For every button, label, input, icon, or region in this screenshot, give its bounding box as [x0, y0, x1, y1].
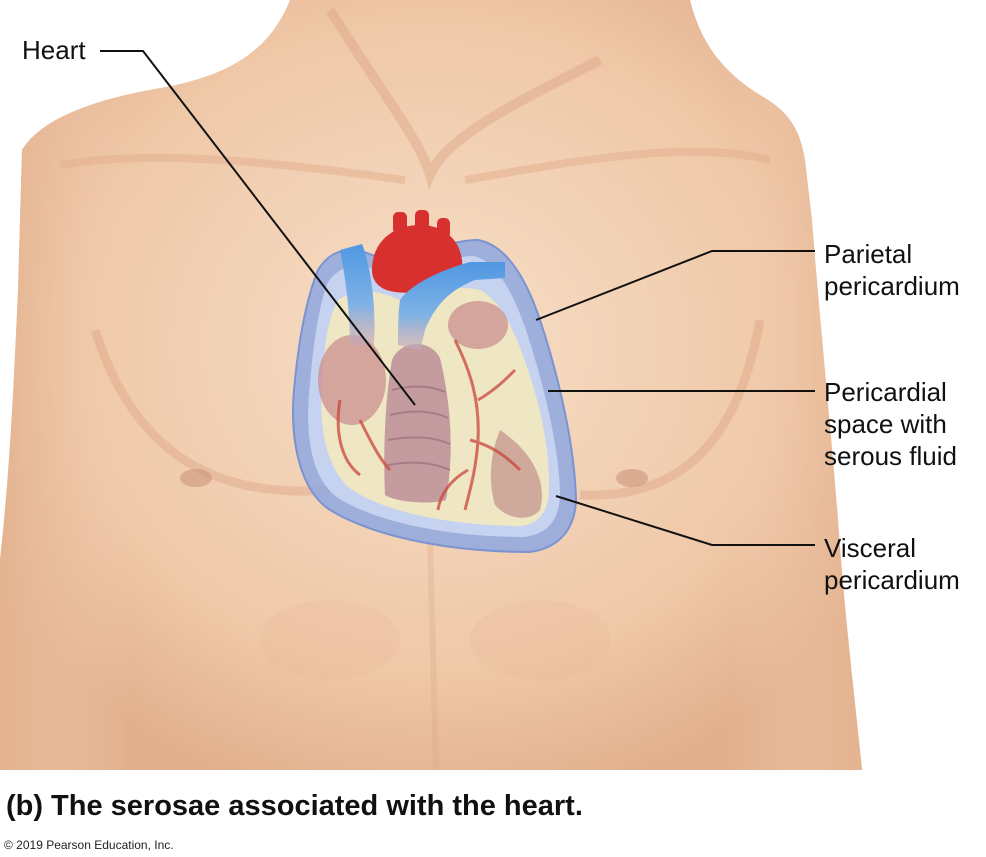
leader-lines [100, 50, 815, 546]
right-pectoral [579, 319, 765, 500]
neck-shadow [325, 7, 603, 190]
abdomen-right [470, 600, 610, 680]
aorta-branch-3 [437, 218, 450, 238]
figure-caption: (b)The serosae associated with the heart… [6, 790, 583, 823]
aorta-branch-1 [393, 212, 407, 234]
pulmonary-trunk [384, 343, 451, 503]
leader-line-visceral [555, 495, 815, 546]
label-visceral-pericardium: Visceral pericardium [824, 533, 960, 595]
left-clavicle [59, 153, 406, 184]
abdomen-left [260, 600, 400, 680]
left-ventricle [490, 430, 542, 518]
left-atrium [448, 301, 508, 349]
right-nipple [616, 469, 648, 487]
label-heart: Heart [22, 35, 86, 65]
caption-text: The serosae associated with the heart. [51, 790, 583, 822]
leader-line-parietal [535, 250, 815, 321]
left-pectoral [90, 328, 331, 496]
superior-vena-cava [340, 244, 375, 345]
pulmonary-artery-blue [398, 262, 505, 350]
coronary-vessels [336, 339, 522, 511]
label-parietal-pericardium: Parietal pericardium [824, 239, 960, 301]
pulmonary-ridges [387, 385, 451, 471]
abdomen-line [427, 539, 439, 771]
label-pericardial-space: Pericardial space with serous fluid [824, 377, 957, 471]
leader-line-heart [100, 50, 416, 406]
copyright-notice: © 2019 Pearson Education, Inc. [4, 838, 174, 852]
right-clavicle [464, 147, 771, 184]
aorta-branch-2 [415, 210, 429, 234]
left-nipple [180, 469, 212, 487]
heart-with-pericardium [292, 210, 578, 554]
right-atrium [318, 335, 386, 425]
caption-letter: (b) [6, 790, 44, 822]
